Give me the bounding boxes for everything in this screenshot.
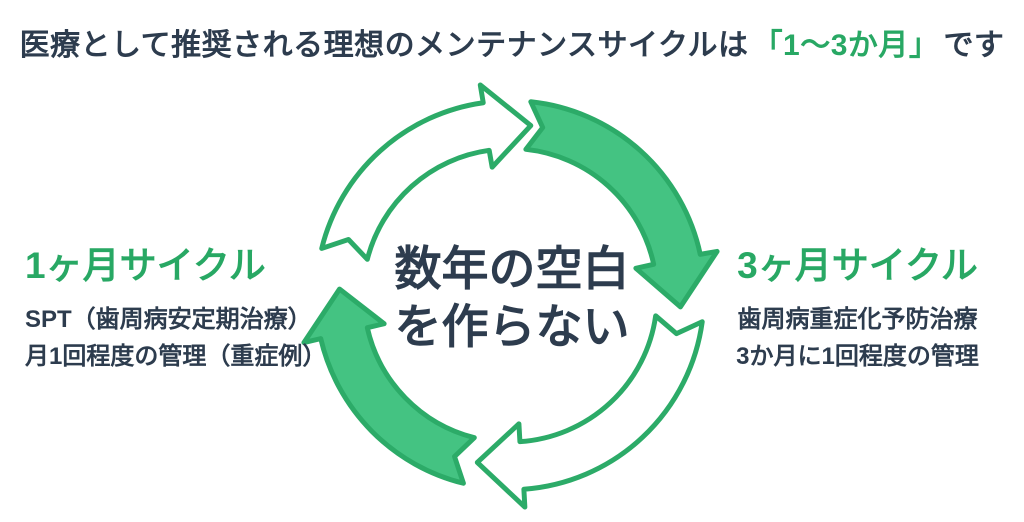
one-month-cycle-desc-line2: 月1回程度の管理（重症例） bbox=[25, 343, 327, 370]
cycle-arrow-top-right-icon bbox=[523, 99, 720, 310]
cycle-center-text: 数年の空白 を作らない bbox=[352, 240, 672, 356]
cycle-center-line2: を作らない bbox=[394, 300, 630, 353]
cycle-arrow-bottom-right-icon bbox=[474, 313, 705, 510]
three-month-cycle-block: 3ヶ月サイクル 歯周病重症化予防治療 3か月に1回程度の管理 bbox=[705, 244, 1010, 375]
one-month-cycle-heading: 1ヶ月サイクル bbox=[25, 245, 266, 286]
three-month-cycle-heading: 3ヶ月サイクル bbox=[737, 245, 978, 286]
page-title-pre: 医療として推奨される理想のメンテナンスサイクルは bbox=[19, 29, 749, 62]
cycle-center-line1: 数年の空白 bbox=[394, 242, 630, 295]
page-title-highlight: 「1〜3か月」 bbox=[752, 29, 940, 62]
one-month-cycle-block: 1ヶ月サイクル SPT（歯周病安定期治療） 月1回程度の管理（重症例） bbox=[25, 244, 326, 375]
page-title: 医療として推奨される理想のメンテナンスサイクルは「1〜3か月」です bbox=[0, 26, 1024, 66]
cycle-arrow-bottom-left-icon bbox=[301, 286, 477, 486]
three-month-cycle-desc-line1: 歯周病重症化予防治療 bbox=[737, 306, 978, 333]
cycle-diagram bbox=[301, 82, 720, 510]
cycle-arrow-top-left-icon bbox=[319, 82, 534, 262]
page-title-post: です bbox=[943, 29, 1005, 62]
one-month-cycle-desc-line1: SPT（歯周病安定期治療） bbox=[25, 306, 312, 333]
three-month-cycle-desc-line2: 3か月に1回程度の管理 bbox=[736, 343, 979, 370]
